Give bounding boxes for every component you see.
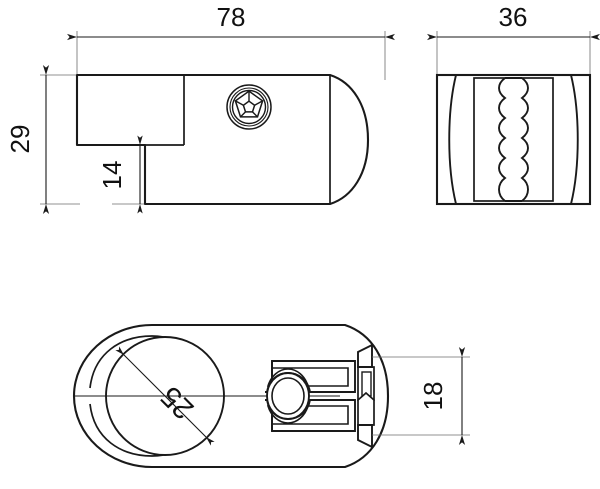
scalloped-grip-channels: [498, 77, 529, 202]
clamp-tab-lower: [357, 424, 373, 449]
side-view-recess: [473, 77, 554, 202]
dimension-step-height: 14: [97, 135, 143, 214]
clamp-tab-upper: [357, 343, 373, 368]
dimension-label-78: 78: [217, 2, 246, 32]
dimension-overall-height: 29: [5, 65, 50, 214]
dimension-label-14: 14: [97, 161, 127, 190]
clamp-jaw-upper-inner: [266, 367, 349, 387]
dimension-label-18: 18: [418, 382, 448, 411]
side-view-profile-curves: [448, 74, 579, 205]
plan-view: 25: [72, 323, 470, 469]
clamp-jaw-lower-inner: [266, 405, 349, 425]
dimension-label-36: 36: [499, 2, 528, 32]
dimension-label-29: 29: [5, 125, 35, 154]
dimension-overall-length: 78: [67, 2, 395, 41]
side-view: 36: [427, 2, 600, 206]
star-socket-screw-icon: [226, 84, 272, 130]
front-view: 78 29 14: [5, 2, 395, 214]
plan-view-extension-lines: [372, 356, 470, 436]
clamp-center-bore-inner: [271, 377, 305, 415]
front-view-internal-edges: [145, 75, 331, 204]
dimension-overall-width: 36: [427, 2, 600, 41]
clamp-screw-pocket-lower: [357, 391, 375, 426]
dimension-clamp-height: 18: [418, 347, 466, 445]
clamp-slot: [265, 343, 375, 449]
